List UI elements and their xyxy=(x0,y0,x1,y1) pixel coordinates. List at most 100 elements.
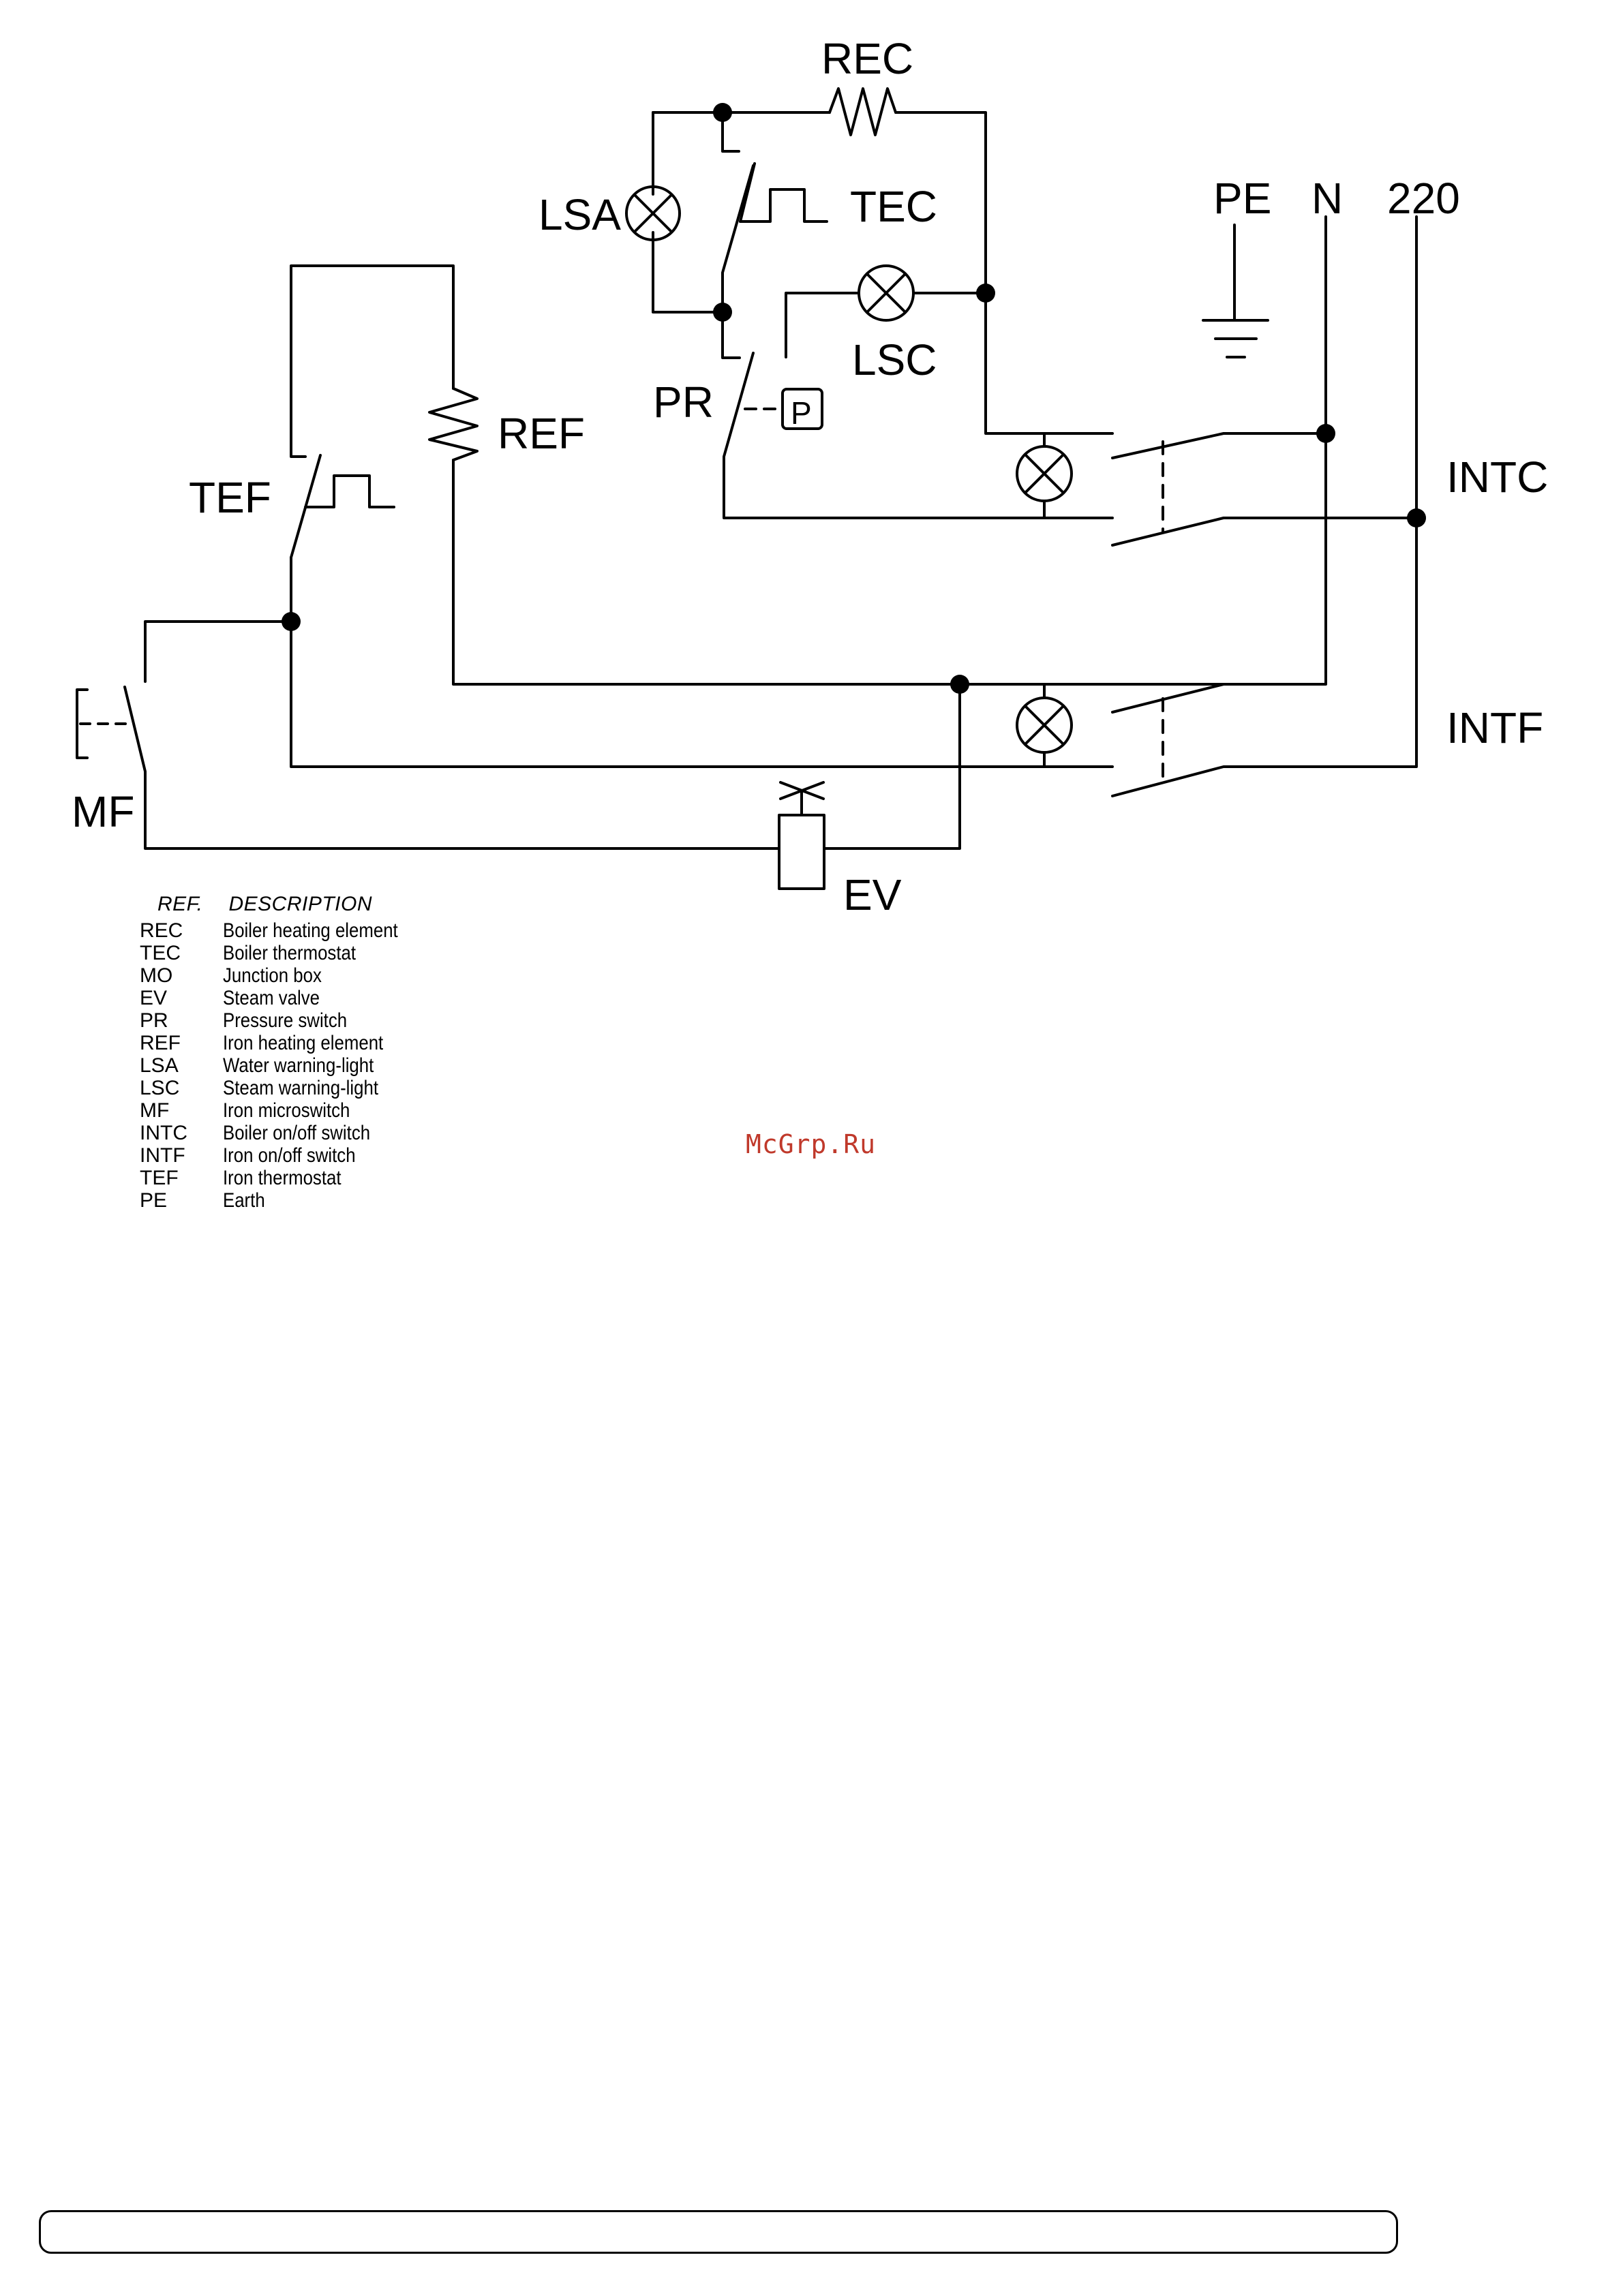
wire-ev-right xyxy=(823,683,961,850)
label-ref: REF xyxy=(498,409,585,458)
line-220 xyxy=(1111,215,1418,797)
rec-resistor xyxy=(828,87,897,136)
legend-header-desc: DESCRIPTION xyxy=(228,893,372,915)
legend-ref: TEC xyxy=(140,942,181,964)
junction-dot xyxy=(713,103,732,122)
tec-switch xyxy=(721,111,755,313)
label-intc: INTC xyxy=(1446,453,1548,502)
wire-top-right xyxy=(894,111,1114,435)
legend-ref: LSA xyxy=(140,1054,179,1077)
tec-symbol xyxy=(739,188,828,223)
label-n: N xyxy=(1311,174,1343,223)
wire-lsc xyxy=(785,292,987,358)
legend-header: REF. DESCRIPTION xyxy=(157,893,427,915)
legend-desc: Steam warning-light xyxy=(223,1077,379,1099)
wire-mf-top xyxy=(144,620,292,683)
legend-desc: Earth xyxy=(223,1189,265,1212)
legend: REF. DESCRIPTION REC Boiler heating elemen… xyxy=(140,893,427,1212)
ref-resistor xyxy=(428,387,479,461)
legend-desc: Boiler thermostat xyxy=(223,942,357,964)
legend-row: LSA Water warning-light xyxy=(140,1054,427,1077)
junction-dot xyxy=(1316,424,1335,443)
label-intf: INTF xyxy=(1446,703,1543,752)
boiler-circuit xyxy=(625,87,1114,519)
junction-dot xyxy=(1407,508,1426,527)
label-rec: REC xyxy=(821,34,913,83)
junction-dot xyxy=(282,612,301,631)
tec-arm xyxy=(739,162,756,223)
legend-desc: Iron heating element xyxy=(223,1032,384,1054)
lsc-lamp xyxy=(858,264,915,322)
tef-symbol xyxy=(304,474,395,508)
label-lsa: LSA xyxy=(539,190,621,239)
junction-dots xyxy=(282,103,1426,694)
n-line xyxy=(1111,215,1327,686)
mf-bracket xyxy=(76,688,89,759)
legend-desc: Iron microswitch xyxy=(223,1099,350,1122)
legend-desc: Steam valve xyxy=(223,987,320,1009)
legend-row: INTC Boiler on/off switch xyxy=(140,1122,427,1144)
ev-valve xyxy=(778,781,825,890)
watermark: McGrp.Ru xyxy=(746,1129,877,1159)
label-pr: PR xyxy=(653,378,714,427)
label-ev: EV xyxy=(843,870,902,919)
legend-row: REF Iron heating element xyxy=(140,1032,427,1054)
legend-ref: TEF xyxy=(140,1167,179,1189)
intf-switch xyxy=(1111,683,1225,785)
label-tef: TEF xyxy=(189,473,271,522)
legend-desc: Junction box xyxy=(223,964,322,987)
legend-desc: Iron thermostat xyxy=(223,1167,342,1189)
label-lsc: LSC xyxy=(852,335,937,384)
legend-row: TEF Iron thermostat xyxy=(140,1167,427,1189)
legend-ref: MO xyxy=(140,964,173,987)
legend-header-ref: REF. xyxy=(157,893,203,915)
legend-row: MF Iron microswitch xyxy=(140,1099,427,1122)
legend-ref: MF xyxy=(140,1099,170,1122)
pe-line xyxy=(1202,224,1269,358)
wire-ref-down xyxy=(452,459,1114,686)
legend-table: REC Boiler heating element TEC Boiler ther… xyxy=(140,919,427,1212)
legend-row: PE Earth xyxy=(140,1189,427,1212)
legend-desc: Water warning-light xyxy=(223,1054,374,1077)
mf-switch xyxy=(123,686,780,850)
legend-ref: EV xyxy=(140,987,168,1009)
label-220: 220 xyxy=(1387,174,1460,223)
legend-ref: INTF xyxy=(140,1144,185,1167)
label-pe: PE xyxy=(1213,174,1271,223)
legend-ref: INTC xyxy=(140,1122,187,1144)
legend-ref: REC xyxy=(140,919,183,942)
junction-dot xyxy=(976,284,995,303)
legend-ref: REF xyxy=(140,1032,181,1054)
junction-dot xyxy=(713,303,732,322)
legend-desc: Boiler on/off switch xyxy=(223,1122,371,1144)
label-p-box: P xyxy=(791,395,812,431)
legend-desc: Boiler heating element xyxy=(223,919,398,942)
footer-frame xyxy=(39,2210,1398,2254)
pr-box xyxy=(781,388,823,430)
intc-switch xyxy=(1111,432,1418,547)
legend-row: INTF Iron on/off switch xyxy=(140,1144,427,1167)
label-mf: MF xyxy=(72,787,134,836)
legend-row: LSC Steam warning-light xyxy=(140,1077,427,1099)
legend-ref: LSC xyxy=(140,1077,180,1099)
legend-desc: Pressure switch xyxy=(223,1009,348,1032)
component-labels: REC TEC LSA LSC PR P REF TEF MF EV PE N … xyxy=(72,34,1548,919)
legend-desc: Iron on/off switch xyxy=(223,1144,356,1167)
label-tec: TEC xyxy=(850,182,937,231)
pr-switch xyxy=(721,311,1114,519)
supply-lines xyxy=(1111,215,1418,797)
legend-row: MO Junction box xyxy=(140,964,427,987)
legend-row: PR Pressure switch xyxy=(140,1009,427,1032)
wire-tef-ref-loop xyxy=(290,264,455,623)
wire-lsa-loop xyxy=(652,111,724,313)
legend-ref: PR xyxy=(140,1009,168,1032)
iron-circuit xyxy=(76,264,1114,890)
legend-ref: PE xyxy=(140,1189,168,1212)
intc-lamp xyxy=(1016,445,1073,502)
intf-lamp xyxy=(1016,697,1073,754)
legend-row: EV Steam valve xyxy=(140,987,427,1009)
lsa-lamp xyxy=(625,185,681,241)
legend-row: TEC Boiler thermostat xyxy=(140,942,427,964)
legend-row: REC Boiler heating element xyxy=(140,919,427,942)
